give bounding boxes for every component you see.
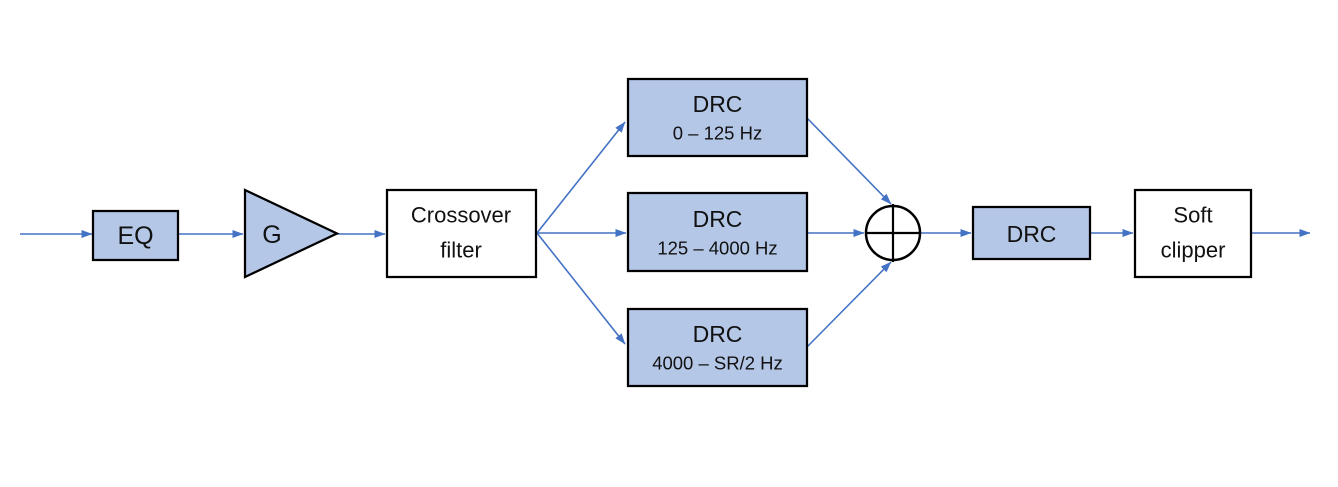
eq-rect: [91, 209, 180, 262]
edge-drc-low-sum: [806, 117, 892, 205]
eq-block: EQ: [91, 209, 180, 262]
edge-crossover-drc-high: [536, 232, 626, 345]
edges: [20, 117, 1311, 348]
drc-low-title: DRC: [693, 91, 743, 117]
crossover-label-line2: filter: [440, 238, 482, 263]
soft-clipper-label-line2: clipper: [1161, 238, 1226, 263]
drc-mid-subtitle: 125 – 4000 Hz: [657, 238, 777, 259]
sum-junction: [864, 204, 922, 262]
crossover-block: Crossover filter: [385, 188, 538, 279]
drc-post-label: DRC: [1007, 221, 1057, 247]
drc-low-rect: [626, 77, 809, 158]
edge-crossover-drc-low: [536, 121, 626, 234]
drc-low-block: DRC 0 – 125 Hz: [626, 77, 809, 158]
drc-mid-block: DRC 125 – 4000 Hz: [626, 191, 809, 273]
crossover-rect: [385, 188, 538, 279]
edge-drc-high-sum: [806, 261, 892, 348]
soft-clipper-block: Soft clipper: [1133, 188, 1253, 279]
drc-mid-rect: [626, 191, 809, 273]
gain-shape: [243, 188, 340, 279]
soft-clipper-rect: [1133, 188, 1253, 279]
drc-high-rect: [626, 307, 809, 388]
crossover-label-line1: Crossover: [411, 203, 511, 228]
drc-high-subtitle: 4000 – SR/2 Hz: [652, 353, 783, 374]
drc-high-block: DRC 4000 – SR/2 Hz: [626, 307, 809, 388]
drc-low-subtitle: 0 – 125 Hz: [673, 123, 762, 144]
gain-label: G: [262, 221, 281, 249]
drc-mid-title: DRC: [693, 206, 743, 232]
drc-post-rect: [971, 205, 1092, 261]
gain-triangle: G: [243, 188, 340, 279]
drc-high-title: DRC: [693, 321, 743, 347]
soft-clipper-label-line1: Soft: [1173, 203, 1212, 228]
eq-label: EQ: [117, 222, 153, 250]
drc-post-block: DRC: [971, 205, 1092, 261]
